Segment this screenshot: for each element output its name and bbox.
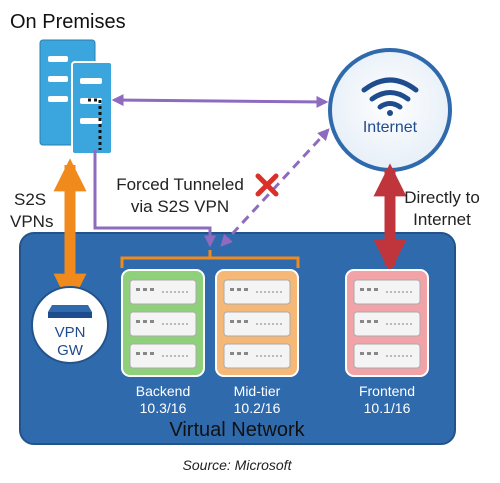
tier-name: Frontend [359, 383, 415, 399]
server-led [244, 320, 248, 323]
server-led [230, 288, 234, 291]
server-led [136, 352, 140, 355]
server-led [360, 320, 364, 323]
server-led [150, 320, 154, 323]
blocked-route-arrow [220, 128, 330, 247]
server-led [136, 288, 140, 291]
page-title: On Premises [10, 11, 126, 33]
onprem-internet-connector [111, 94, 329, 108]
server-led [150, 352, 154, 355]
server-led [367, 288, 371, 291]
tier-subnet: 10.1/16 [364, 400, 411, 416]
server-led [237, 288, 241, 291]
server-led [374, 320, 378, 323]
server-led [150, 288, 154, 291]
internet-cloud: Internet [328, 48, 452, 172]
server-led [143, 352, 147, 355]
tier-name: Mid-tier [234, 383, 281, 399]
server-led [230, 352, 234, 355]
server-led [374, 352, 378, 355]
router-icon [48, 305, 92, 318]
server-led [244, 288, 248, 291]
internet-label: Internet [363, 119, 418, 136]
subnet-group-bracket [120, 250, 300, 268]
server-led [360, 288, 364, 291]
server-led [374, 288, 378, 291]
server-led [136, 320, 140, 323]
tier-subnet: 10.2/16 [234, 400, 281, 416]
x-mark-icon [255, 173, 279, 197]
server-led [367, 320, 371, 323]
server-led [244, 352, 248, 355]
wifi-icon [361, 77, 419, 116]
server-led [237, 352, 241, 355]
server-led [367, 352, 371, 355]
server-led [360, 352, 364, 355]
server-led [143, 288, 147, 291]
server-led [237, 320, 241, 323]
server-stack-icon [39, 39, 113, 155]
server-led [230, 320, 234, 323]
tier-name: Backend [136, 383, 190, 399]
server-led [143, 320, 147, 323]
virtual-network-label: Virtual Network [169, 419, 305, 441]
source-caption: Source: Microsoft [183, 457, 293, 473]
forced-tunnel-path [93, 150, 216, 248]
tier-subnet: 10.3/16 [140, 400, 187, 416]
